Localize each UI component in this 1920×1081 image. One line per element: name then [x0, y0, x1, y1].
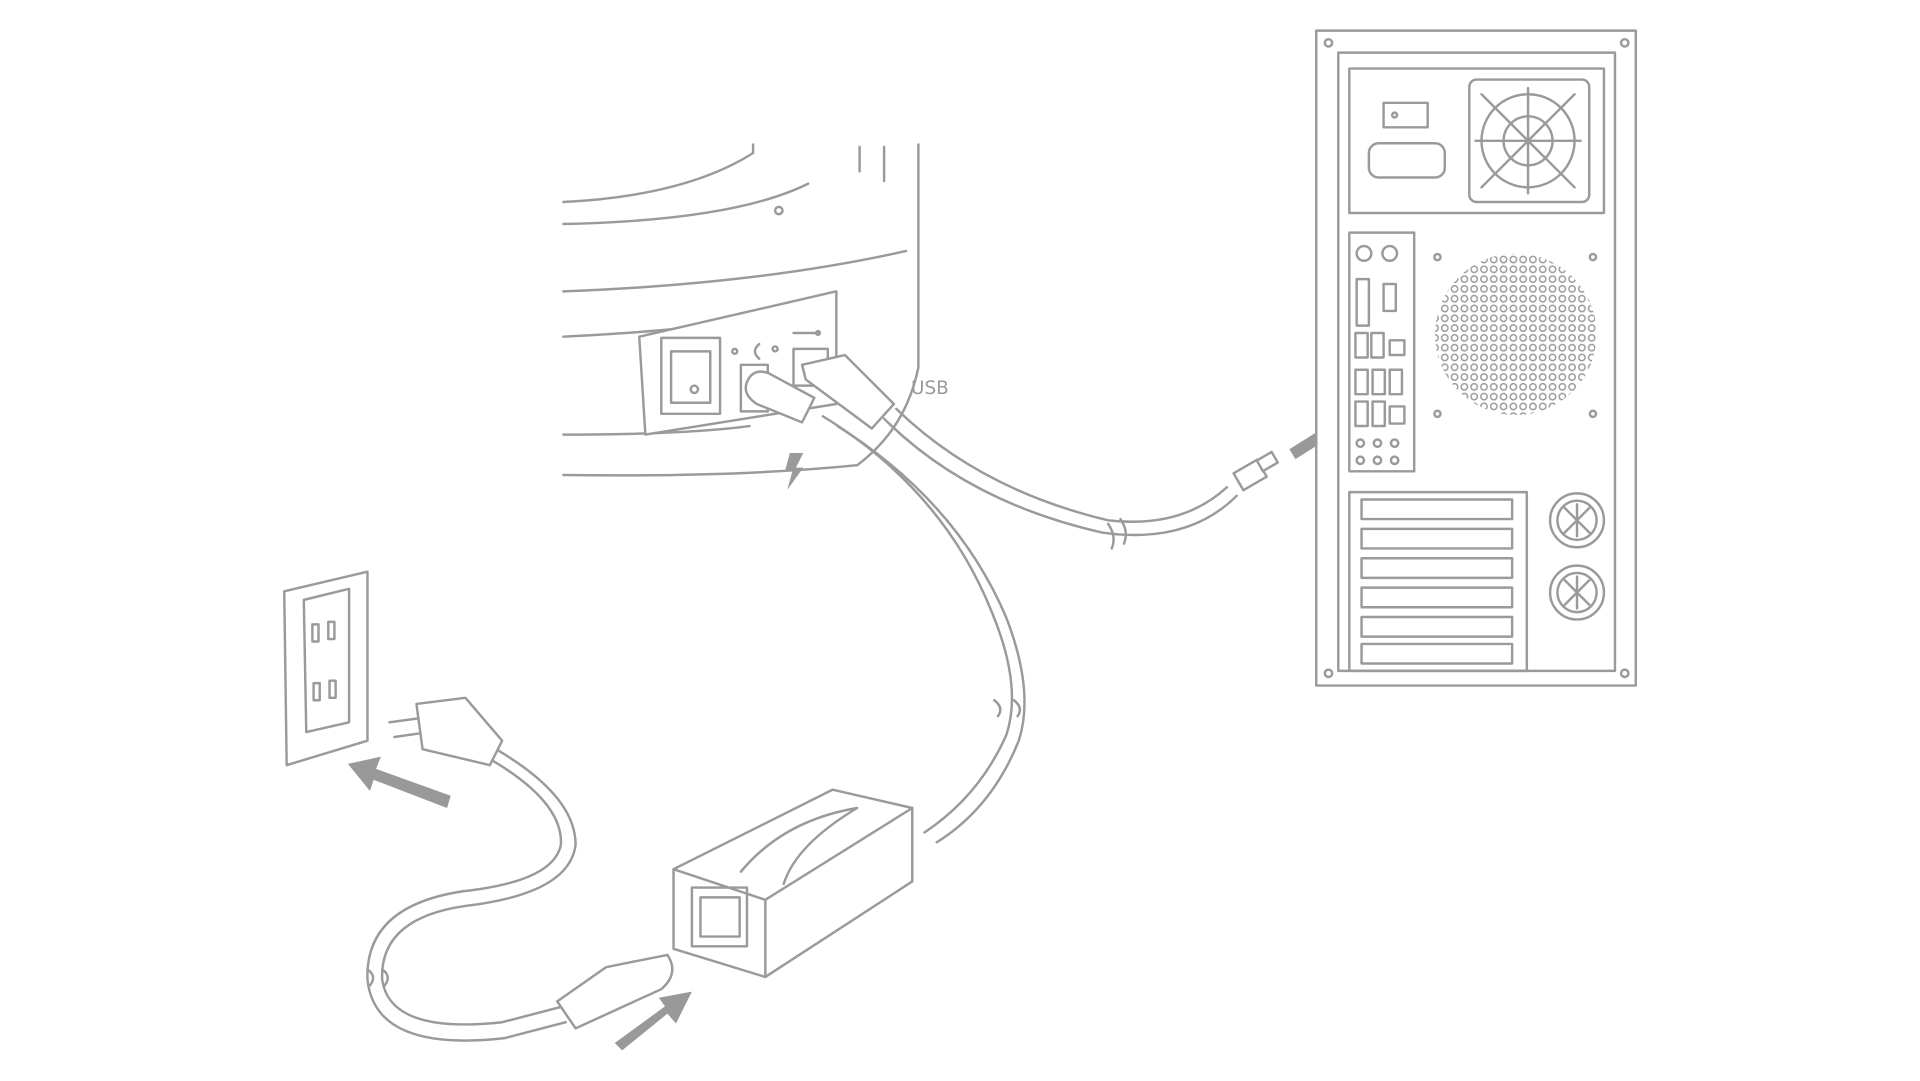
device-base: [562, 143, 920, 490]
arrow-to-outlet: [347, 756, 451, 808]
computer-tower: [1315, 29, 1638, 687]
usb-label: USB: [911, 378, 949, 399]
power-adapter: [672, 788, 914, 979]
arrow-to-adapter: [614, 991, 692, 1051]
wall-outlet: [282, 570, 369, 767]
cables: [366, 353, 1279, 1042]
power-bolt-icon: [784, 452, 804, 490]
fan-grill: [1435, 253, 1597, 416]
